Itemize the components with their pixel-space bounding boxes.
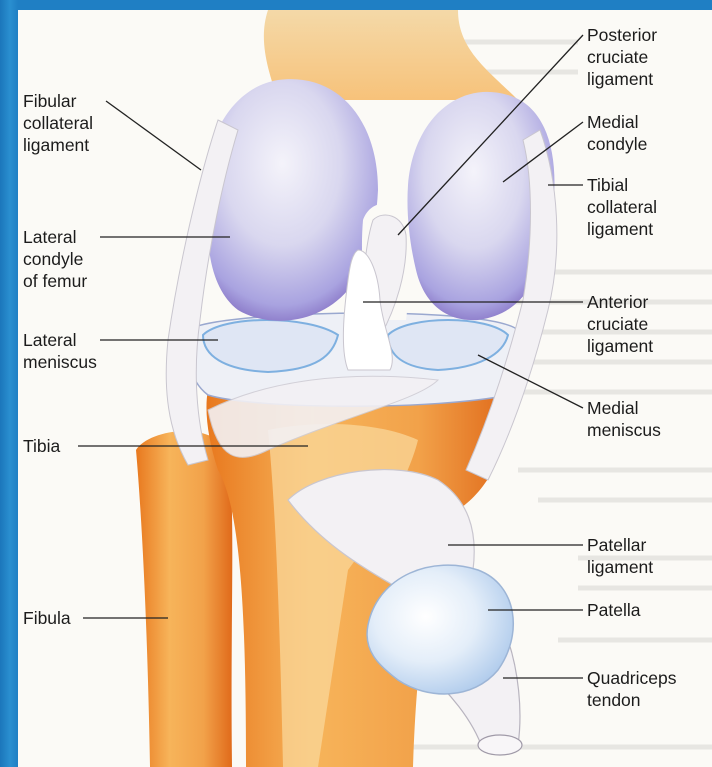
label-posterior-cruciate-ligament: Posterior cruciate ligament xyxy=(587,24,657,90)
label-tibia: Tibia xyxy=(23,435,60,457)
label-fibular-collateral-ligament: Fibular collateral ligament xyxy=(23,90,93,156)
label-anterior-cruciate-ligament: Anterior cruciate ligament xyxy=(587,291,653,357)
label-tibial-collateral-ligament: Tibial collateral ligament xyxy=(587,174,657,240)
leader-fibular-collateral xyxy=(106,101,201,170)
label-medial-condyle: Medial condyle xyxy=(587,111,647,155)
label-patellar-ligament: Patellar ligament xyxy=(587,534,653,578)
label-fibula: Fibula xyxy=(23,607,71,629)
quadriceps-tendon-end xyxy=(478,735,522,755)
label-lateral-condyle-of-femur: Lateral condyle of femur xyxy=(23,226,87,292)
label-quadriceps-tendon: Quadriceps tendon xyxy=(587,667,677,711)
diagram-panel: Fibular collateral ligament Lateral cond… xyxy=(18,10,712,767)
fibula-bone xyxy=(136,431,232,767)
label-medial-meniscus: Medial meniscus xyxy=(587,397,661,441)
label-lateral-meniscus: Lateral meniscus xyxy=(23,329,97,373)
label-patella: Patella xyxy=(587,599,641,621)
